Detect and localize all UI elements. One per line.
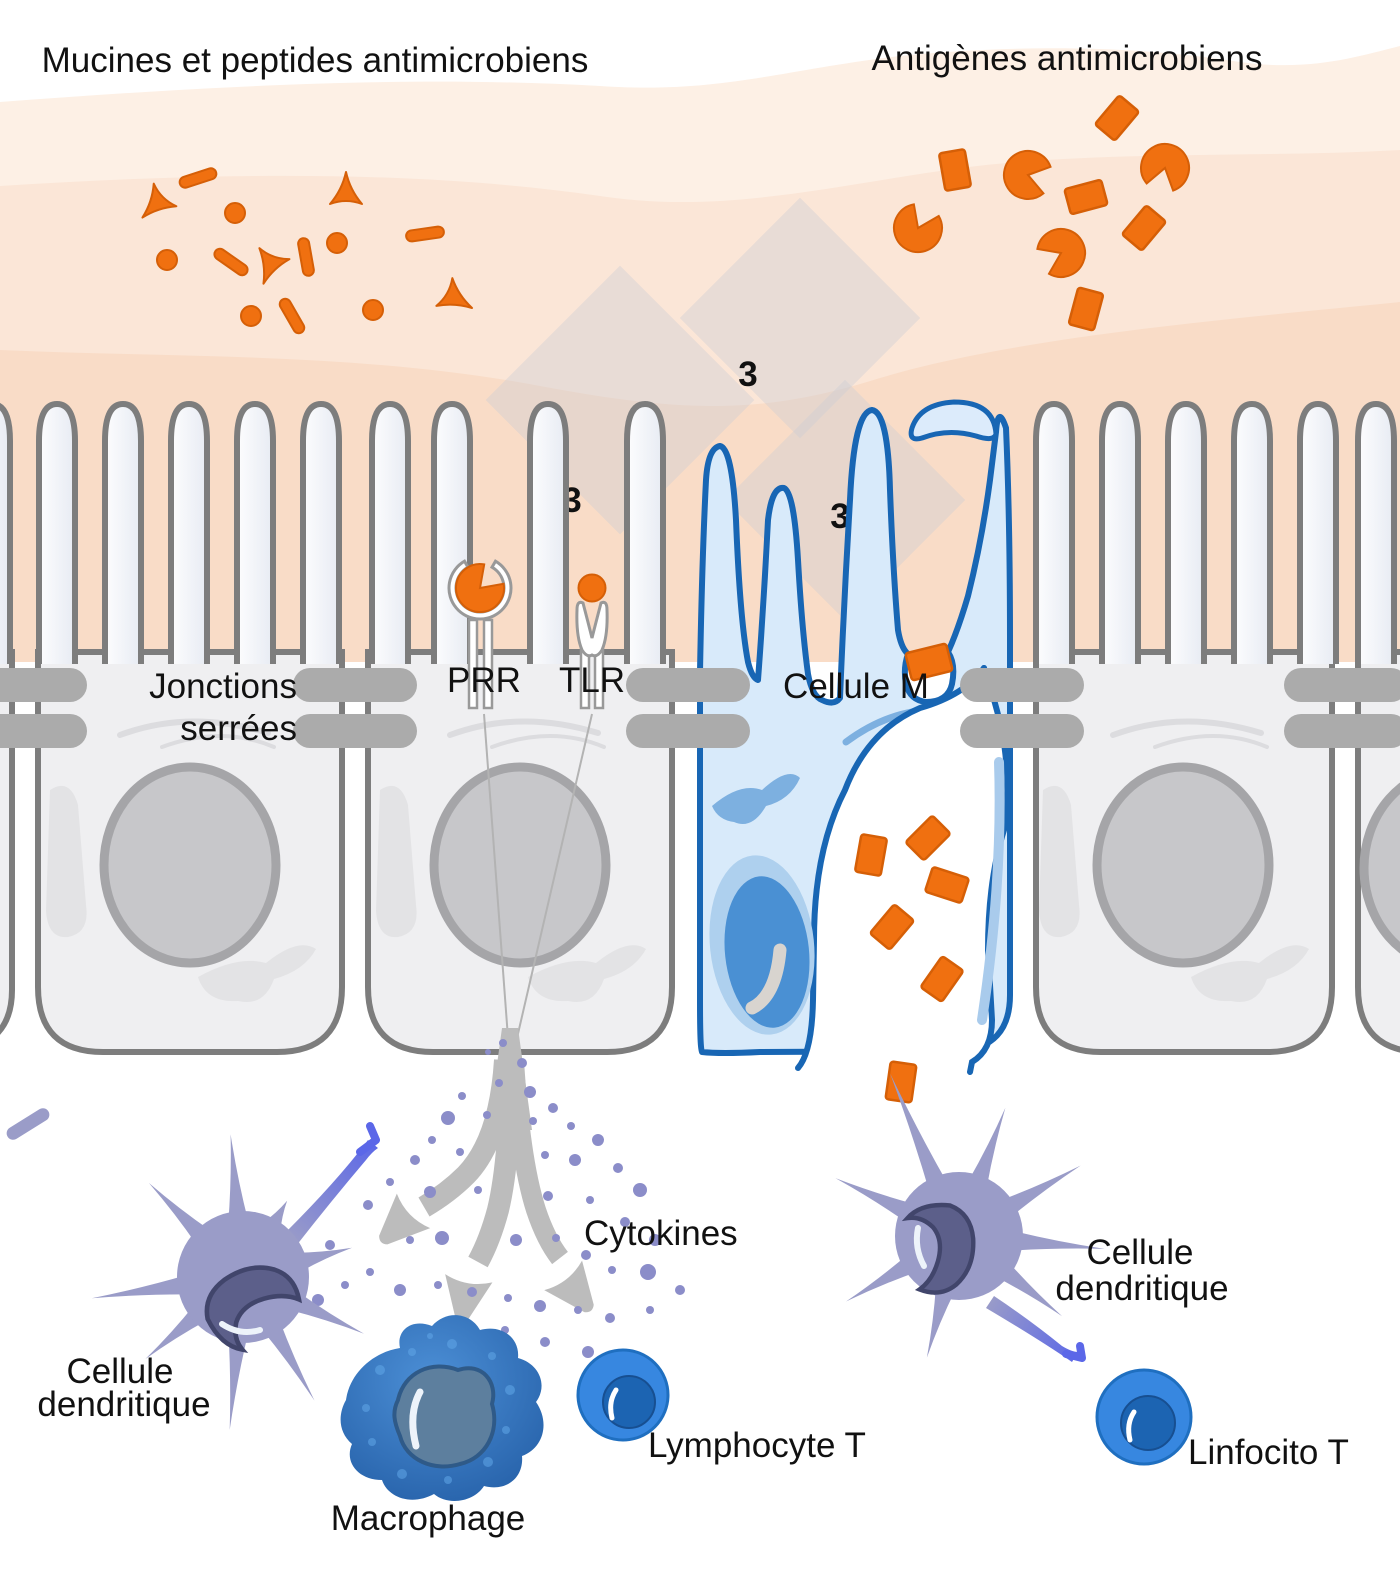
title-mucins: Mucines et peptides antimicrobiens	[42, 41, 589, 80]
arrowhead-left	[364, 1193, 431, 1260]
junction-bar	[293, 668, 417, 702]
lymphocyte-left	[576, 1348, 670, 1442]
label-dendritic-right-line1: Cellule	[1087, 1233, 1194, 1272]
label-dendritic-left-line1: Cellule	[67, 1352, 174, 1391]
dendritic-long-arm	[286, 1140, 378, 1246]
epithelial-nuclei	[46, 721, 1400, 1002]
nucleus-highlight	[219, 1321, 263, 1335]
junction-bar	[0, 668, 87, 702]
label-lymphocyte-t: Lymphocyte T	[648, 1426, 866, 1465]
tlr-calyx	[575, 600, 609, 658]
tlr-receptor	[575, 573, 609, 710]
label-cytokines: Cytokines	[584, 1214, 738, 1253]
epithelial-cells	[0, 649, 1400, 1055]
engulfed-antigen	[904, 642, 954, 682]
cell-nucleus	[429, 762, 611, 968]
dendritic-cell-left	[6, 1108, 380, 1431]
watermark-diamond	[679, 197, 921, 439]
label-m-cell: Cellule M	[783, 667, 929, 706]
m-cell-organelle	[712, 774, 800, 824]
cell-nucleus	[1092, 762, 1274, 968]
nucleus-highlight	[409, 1388, 424, 1450]
junction-bar	[626, 714, 750, 748]
dendritic-cell-right	[831, 1069, 1106, 1362]
junction-bar	[1284, 668, 1400, 702]
m-cell-horn	[908, 399, 999, 442]
watermark-digit: 3	[830, 497, 849, 536]
junction-bar	[0, 714, 87, 748]
label-dendritic-right-line2: dendritique	[1055, 1269, 1228, 1308]
dendritic-long-arm	[986, 1296, 1078, 1362]
junction-bar	[293, 714, 417, 748]
label-linfocito-t: Linfocito T	[1188, 1433, 1349, 1472]
stream-branch-right	[504, 1059, 569, 1265]
nucleus-highlight	[608, 1387, 619, 1421]
cytokine-dots	[312, 1039, 685, 1358]
m-cell-nucleus	[709, 855, 815, 1035]
junction-bar	[960, 714, 1084, 748]
junction-bar	[626, 668, 750, 702]
nucleus-highlight	[1126, 1409, 1137, 1443]
label-prr: PRR	[447, 661, 521, 700]
tlr-bound-ligand	[577, 573, 607, 603]
m-cell-tail	[977, 757, 1005, 1025]
cell-nucleus	[99, 762, 281, 968]
title-antigens: Antigènes antimicrobiens	[871, 39, 1262, 78]
junction-bar	[960, 668, 1084, 702]
receptor-pointer-lines	[483, 713, 593, 1039]
dendrite-fork	[356, 1122, 380, 1156]
watermark-digit: 3	[738, 355, 757, 394]
dendrite-fork	[1062, 1342, 1086, 1362]
macrophage-speckles	[362, 1333, 515, 1484]
label-dendritic-left-line2: dendritique	[37, 1385, 210, 1424]
prr-stalk	[467, 618, 479, 710]
label-macrophage: Macrophage	[331, 1499, 526, 1538]
label-tight-junctions-line2: serrées	[180, 709, 297, 748]
m-cell	[697, 399, 1013, 1075]
prr-stalk	[482, 618, 494, 710]
nucleus-highlight	[913, 1225, 927, 1269]
arrowhead-right	[544, 1260, 610, 1326]
dendrite-fragment	[6, 1108, 50, 1140]
nucleus-highlight	[745, 943, 787, 1015]
epithelial-cell	[0, 649, 15, 1035]
label-tlr: TLR	[559, 661, 625, 700]
tight-junction-bars	[0, 668, 1400, 748]
m-cell-pocket-wall	[795, 665, 987, 1071]
label-tight-junctions-line1: Jonctions	[149, 667, 297, 706]
macrophage-nucleus	[392, 1364, 497, 1469]
cell-nucleus	[1359, 782, 1400, 954]
prr-receptor	[447, 559, 513, 710]
cytokine-stream	[364, 1028, 610, 1327]
junction-bar	[1284, 714, 1400, 748]
macrophage-cell	[340, 1315, 544, 1501]
lymphocyte-right	[1095, 1368, 1193, 1466]
